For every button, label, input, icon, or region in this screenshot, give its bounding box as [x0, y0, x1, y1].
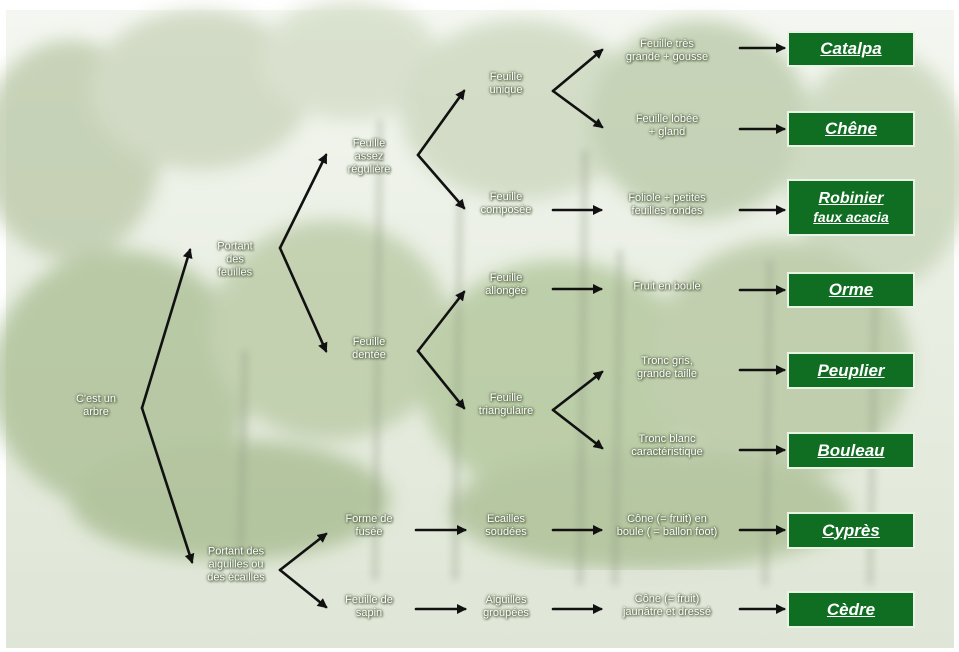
- result-chene[interactable]: Chêne: [787, 111, 915, 147]
- arrow-needles-to-fusiform: [278, 532, 328, 572]
- arrow-single-to-lobed: [551, 89, 604, 129]
- arrow-toothed-to-triangular: [416, 349, 466, 410]
- arrow-root-to-needles: [140, 406, 195, 564]
- node-cone2: Cône (= fruit)jaunâtre et dressé: [622, 593, 712, 618]
- node-lobed: Feuille lobée+ gland: [635, 113, 699, 138]
- result-catalpa[interactable]: Catalpa: [787, 31, 915, 67]
- node-greytrunk: Tronc gris,grande taille: [637, 355, 697, 380]
- arrow-triangular-to-whitetrunk: [551, 408, 604, 450]
- result-cypres[interactable]: Cyprès: [787, 512, 915, 549]
- arrow-leaves-to-regular: [278, 153, 328, 250]
- arrow-regular-to-compound: [416, 153, 466, 210]
- arrow-toothed-to-elongated: [416, 290, 466, 353]
- result-bouleau[interactable]: Bouleau: [787, 432, 915, 469]
- arrow-root-to-leaves: [140, 248, 193, 410]
- result-peuplier[interactable]: Peuplier: [787, 352, 915, 389]
- arrow-triangular-to-greytrunk: [551, 370, 604, 412]
- arrow-regular-to-single: [416, 89, 466, 157]
- result-robinier[interactable]: Robinier faux acacia: [787, 179, 915, 236]
- arrow-needles-to-fir: [278, 568, 328, 609]
- arrow-single-to-huge: [551, 48, 604, 93]
- result-cedre[interactable]: Cèdre: [787, 591, 915, 628]
- node-ballfruit: Fruit en boule: [633, 280, 701, 293]
- result-orme[interactable]: Orme: [787, 272, 915, 308]
- arrow-leaves-to-toothed: [278, 246, 328, 353]
